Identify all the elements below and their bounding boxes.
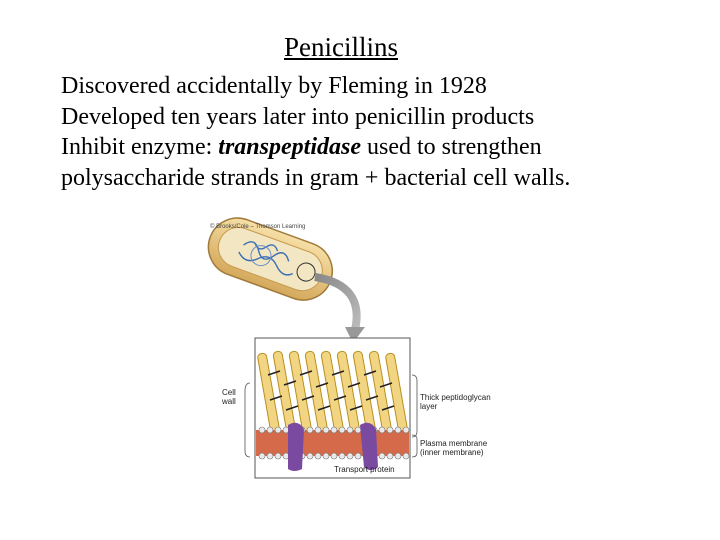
body-line-3: Inhibit enzyme: transpeptidase used to s… (61, 134, 542, 160)
cell-wall-figure: © Brooks/Cole – Thomson Learning (200, 215, 520, 480)
slide-body: Discovered accidentally by Fleming in 19… (61, 71, 711, 193)
body-line-1: Discovered accidentally by Fleming in 19… (61, 73, 487, 99)
body-line-4: polysaccharide strands in gram + bacteri… (61, 164, 571, 191)
enzyme-name: transpeptidase (218, 134, 361, 160)
bacterium-drawing (207, 217, 333, 301)
label-transport-protein: Transport protein (334, 465, 395, 474)
zoom-arrow (314, 273, 361, 331)
cell-wall-illustration: © Brooks/Cole – Thomson Learning (207, 217, 418, 479)
figure-credit: © Brooks/Cole – Thomson Learning (210, 223, 305, 230)
slide-title: Penicillins (284, 32, 398, 62)
body-line-2: Developed ten years later into penicilli… (61, 103, 535, 130)
label-plasma-membrane: Plasma membrane(inner membrane) (420, 439, 488, 457)
cell-wall-detail (244, 337, 418, 479)
